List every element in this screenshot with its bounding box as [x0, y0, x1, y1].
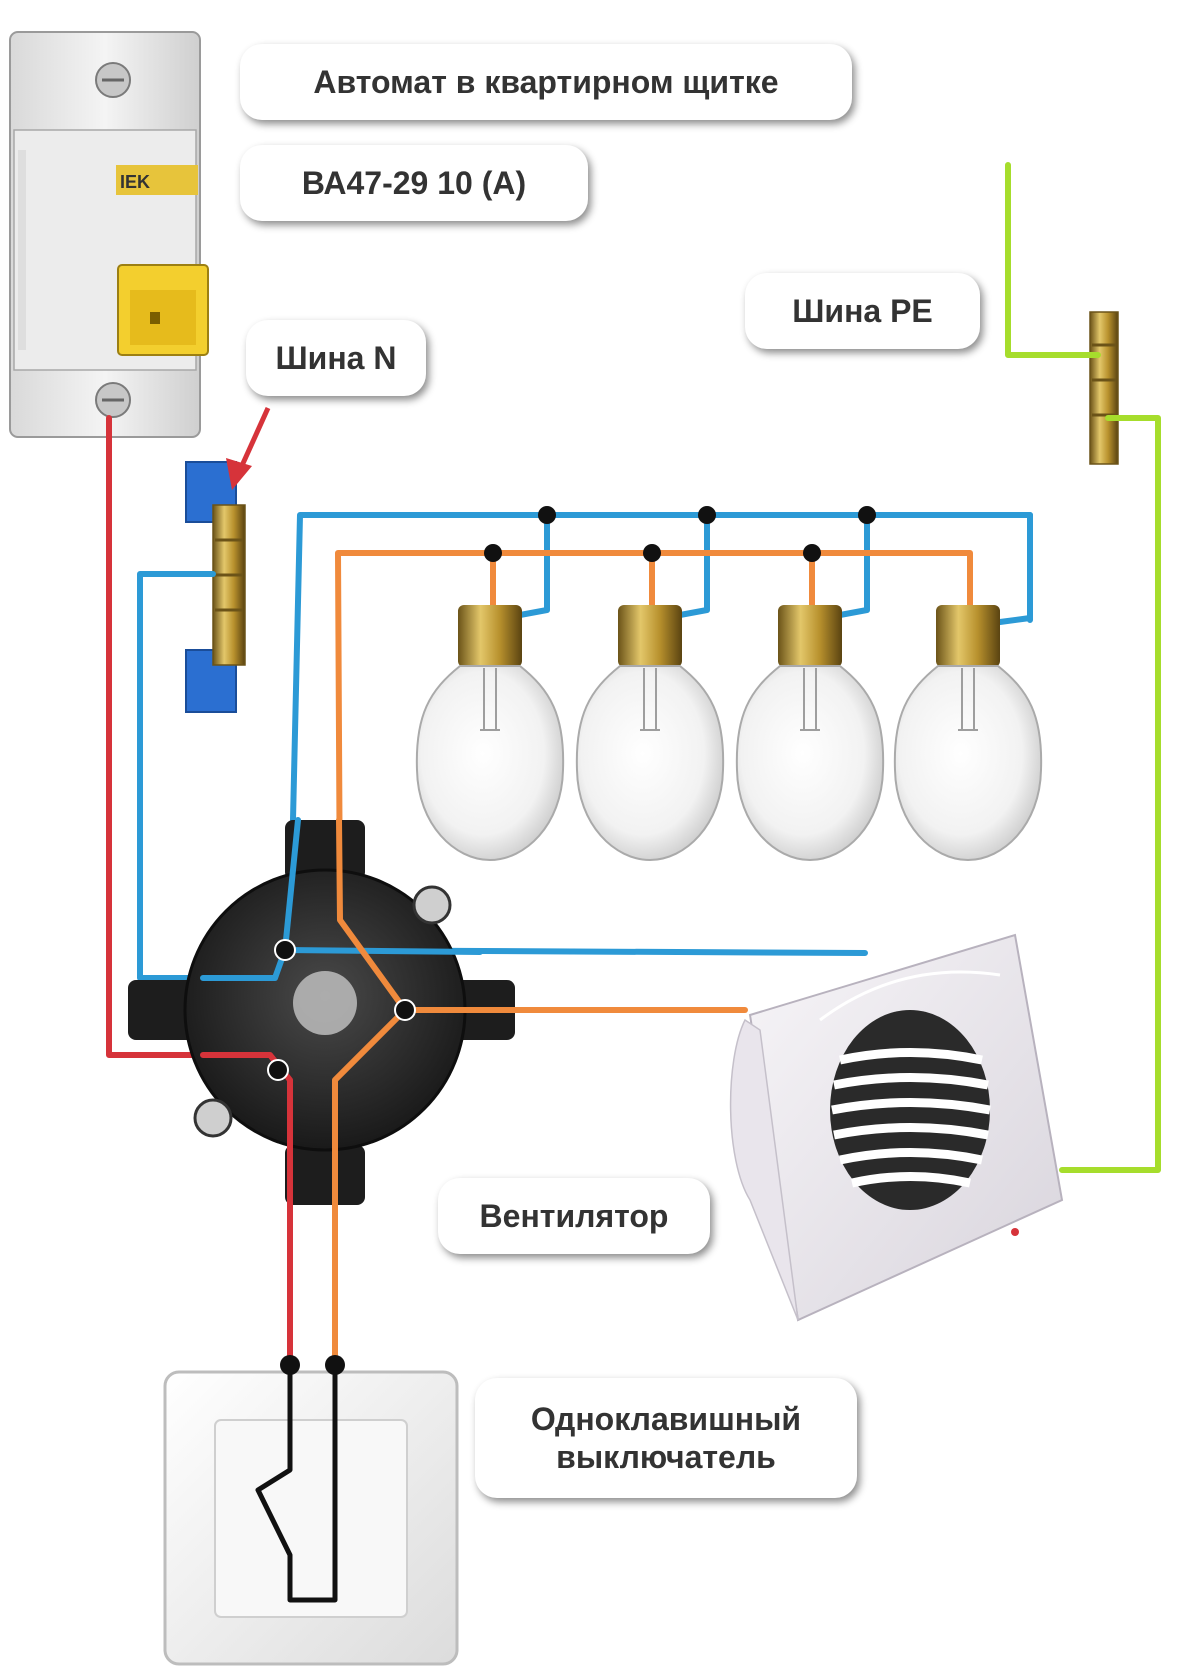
bus-n-label: Шина N — [246, 320, 426, 396]
breaker-title-label: Автомат в квартирном щитке — [240, 44, 852, 120]
fan-icon — [729, 933, 1064, 1322]
breaker-title-text: Автомат в квартирном щитке — [313, 63, 779, 100]
breaker-model-text: ВА47-29 10 (А) — [301, 164, 527, 201]
switch-text-line2: выключатель — [556, 1439, 776, 1475]
junction-dots — [484, 506, 876, 562]
neutral-drop-2 — [677, 512, 710, 618]
circuit-breaker-icon: IEK — [9, 31, 209, 438]
light-bulb-icon — [575, 605, 725, 862]
switch-text-line1: Одноклавишный — [530, 1400, 802, 1437]
switch-label: Одноклавишный выключатель — [475, 1378, 857, 1498]
light-bulb-icon — [415, 605, 565, 862]
pe-bus-icon — [1089, 311, 1119, 465]
neutral-wire-box — [200, 817, 301, 981]
light-bulb-icon — [735, 605, 885, 862]
breaker-model-label: ВА47-29 10 (А) — [240, 145, 588, 221]
bus-pe-text: Шина PE — [792, 292, 933, 329]
neutral-drop-1 — [517, 512, 550, 618]
ground-wire-fan — [1059, 415, 1161, 1173]
neutral-wire-box-fan — [282, 947, 483, 955]
arrow-icon — [226, 406, 271, 490]
neutral-drop-4 — [997, 512, 1033, 625]
switch-icon — [163, 1355, 459, 1666]
junction-box-icon — [128, 820, 515, 1205]
bus-pe-label: Шина PE — [745, 273, 980, 349]
light-bulb-icon — [893, 605, 1043, 862]
bus-n-text: Шина N — [275, 339, 397, 376]
fan-text: Вентилятор — [479, 1197, 669, 1234]
ground-wire — [1005, 162, 1101, 358]
breaker-brand: IEK — [120, 172, 150, 192]
neutral-drop-3 — [837, 512, 870, 618]
neutral-bus-icon — [185, 461, 246, 713]
box-connection-dots — [267, 939, 416, 1081]
fan-label: Вентилятор — [438, 1178, 710, 1254]
